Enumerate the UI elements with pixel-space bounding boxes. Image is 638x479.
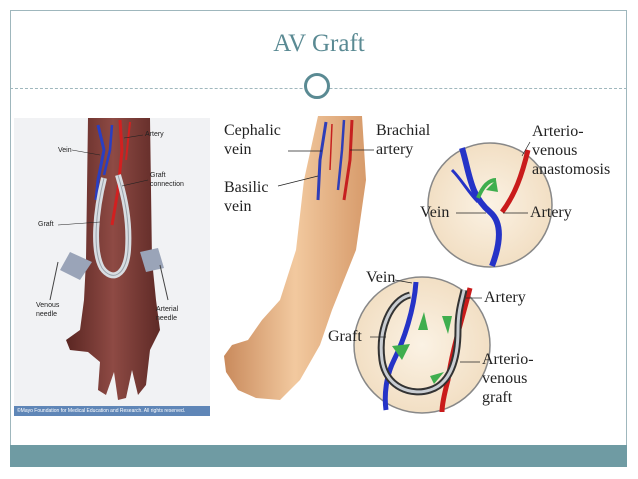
left-graft-connection-label-1: Graft — [150, 172, 166, 179]
brachial-artery-label-1: Brachial — [376, 122, 431, 139]
left-venous-needle-label-2: needle — [36, 311, 58, 318]
graft-label: Graft — [328, 328, 362, 345]
brachial-artery-label-2: artery — [376, 141, 414, 158]
av-graft-label-2: venous — [482, 370, 528, 387]
basilic-vein-label-2: vein — [224, 198, 252, 215]
left-artery-label: Artery — [145, 131, 164, 138]
middle-leader-lines — [277, 149, 374, 187]
graft-vein-label: Vein — [366, 269, 396, 286]
slide-footer-bar — [10, 445, 627, 467]
anastomosis-lens — [427, 142, 553, 268]
left-venous-needle-label-1: Venous — [36, 302, 60, 309]
av-graft-label-1: Arterio- — [482, 351, 534, 368]
graft-lens — [353, 276, 491, 414]
middle-arm-illustration — [224, 116, 366, 400]
left-arterial-needle-label-2: needle — [156, 315, 178, 322]
left-vein-label: Vein — [58, 147, 72, 154]
left-leader-lines — [57, 134, 149, 226]
cephalic-vein-label-2: vein — [224, 141, 252, 158]
left-graft-label: Graft — [38, 221, 54, 228]
slide-title: AV Graft — [273, 30, 365, 57]
anastomosis-leader-lines — [456, 141, 531, 214]
basilic-vein-label-1: Basilic — [224, 179, 269, 196]
title-ring-ornament — [304, 73, 330, 99]
left-figure-credit: ©Mayo Foundation for Medical Education a… — [14, 406, 210, 416]
graft-artery-label: Artery — [484, 289, 526, 306]
left-arm-illustration — [49, 118, 169, 400]
anastomosis-label-1: Arterio- — [532, 123, 584, 140]
anastomosis-vein-label: Vein — [420, 204, 450, 221]
left-graft-connection-label-2: connection — [150, 181, 184, 188]
graft-leader-lines — [370, 279, 482, 363]
av-graft-label-3: graft — [482, 389, 513, 406]
left-arterial-needle-label-1: Arterial — [156, 306, 179, 313]
anastomosis-artery-label: Artery — [530, 204, 572, 221]
anastomosis-label-2: venous — [532, 142, 578, 159]
cephalic-vein-label-1: Cephalic — [224, 122, 281, 139]
anastomosis-label-3: anastomosis — [532, 161, 611, 178]
